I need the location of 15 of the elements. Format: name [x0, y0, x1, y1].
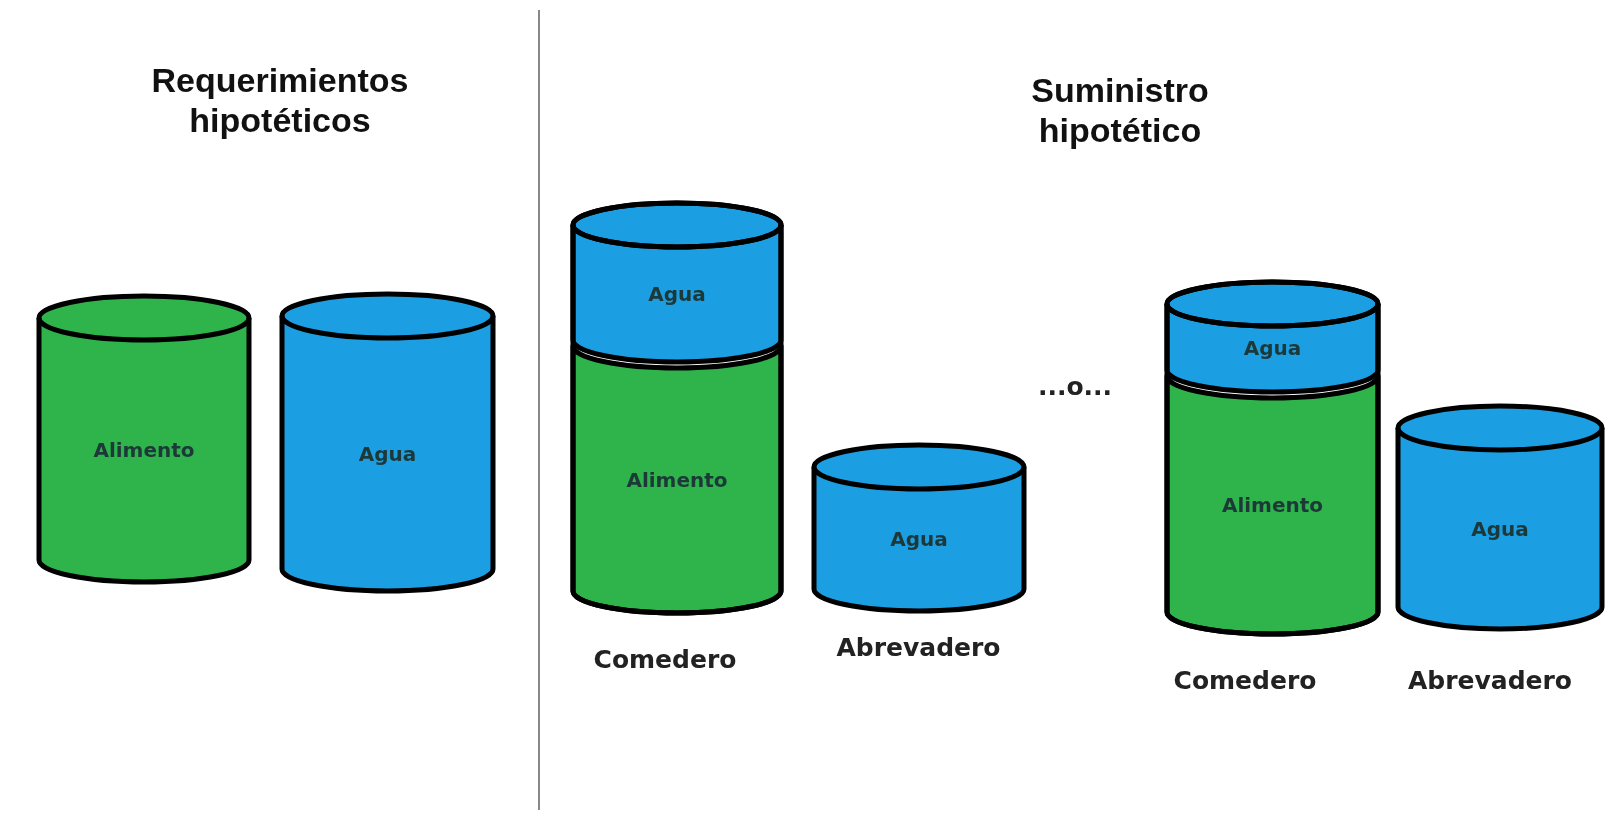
cylinder-label: Agua	[358, 441, 417, 466]
container-label: Abrevadero	[1406, 666, 1574, 695]
container-label: Comedero	[592, 645, 738, 674]
cylinder-label: Alimento	[93, 438, 195, 462]
cylinder-label: Alimento	[626, 467, 728, 492]
panel-heading: Suministro hipotético	[1030, 70, 1210, 150]
cylinder-label: Agua	[1243, 336, 1302, 360]
container-label: Abrevadero	[835, 633, 1002, 662]
panel-heading: Requerimientos hipotéticos	[150, 60, 410, 140]
container-label: Comedero	[1172, 666, 1318, 695]
cylinder-label: Agua	[648, 281, 706, 306]
cylinder-label: Agua	[890, 527, 948, 551]
cylinder-label: Agua	[1471, 516, 1529, 541]
cylinder-label: Alimento	[1221, 493, 1324, 517]
separator-text: ...o...	[1036, 372, 1114, 401]
